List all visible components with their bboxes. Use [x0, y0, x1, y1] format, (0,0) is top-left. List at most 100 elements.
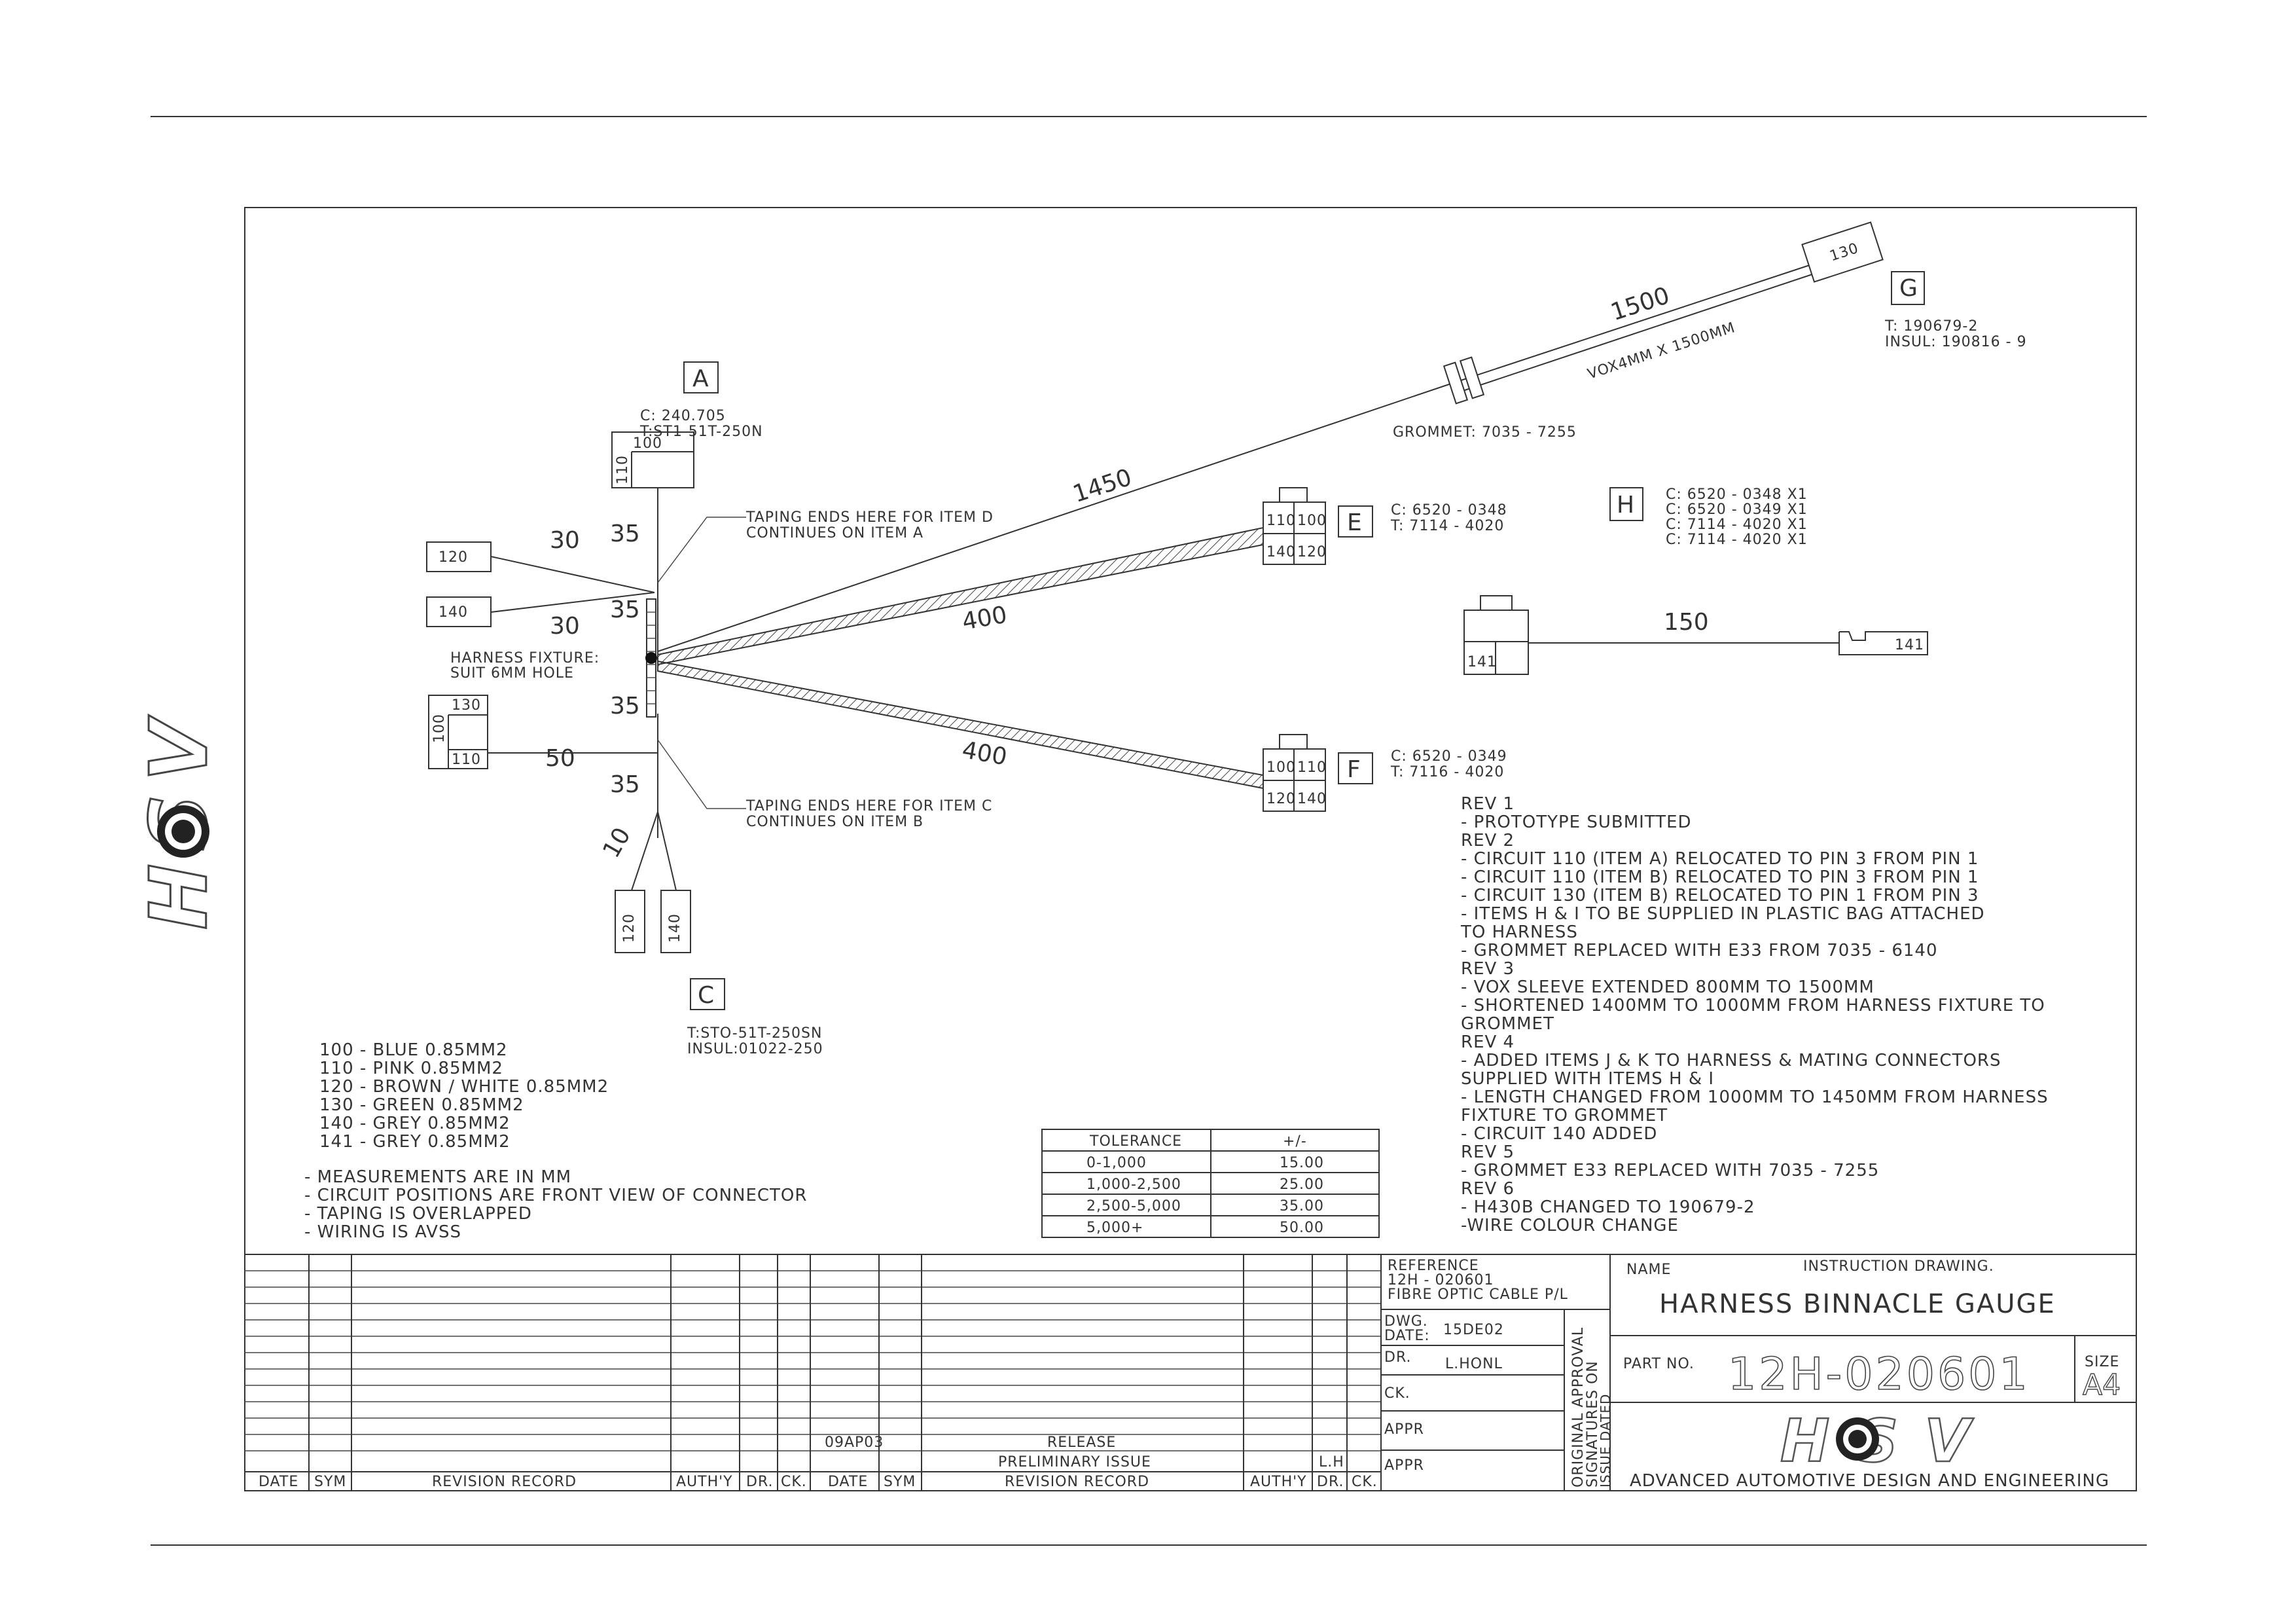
rr-dr: L.H [1319, 1454, 1344, 1470]
company-name: ADVANCED AUTOMOTIVE DESIGN AND ENGINEERI… [1630, 1471, 2109, 1491]
svg-text:12H - 020601: 12H - 020601 [1388, 1272, 1494, 1288]
svg-text:CONTINUES ON ITEM A: CONTINUES ON ITEM A [746, 525, 924, 541]
svg-text:130 - GREEN 0.85MM2: 130 - GREEN 0.85MM2 [319, 1095, 524, 1115]
svg-text:ORIGINAL APPROVAL: ORIGINAL APPROVAL [1570, 1327, 1587, 1487]
svg-text:50.00: 50.00 [1280, 1220, 1324, 1236]
svg-text:SUPPLIED WITH ITEMS H & I: SUPPLIED WITH ITEMS H & I [1461, 1069, 1714, 1089]
tolerance-table: TOLERANCE +/- 0-1,000 15.00 1,000-2,500 … [1041, 1129, 1380, 1238]
svg-text:- H430B CHANGED TO 190679-2: - H430B CHANGED TO 190679-2 [1461, 1197, 1755, 1217]
svg-text:CONTINUES ON ITEM B: CONTINUES ON ITEM B [746, 814, 924, 830]
svg-text:DATE: DATE [828, 1474, 868, 1490]
taping-d-leader [657, 517, 746, 583]
connector-e: 110 100 140 120 [1263, 487, 1326, 565]
svg-text:CK.: CK. [1352, 1474, 1378, 1490]
svg-text:110: 110 [1297, 759, 1327, 776]
svg-text:120 - BROWN / WHITE 0.85MM2: 120 - BROWN / WHITE 0.85MM2 [319, 1077, 609, 1097]
svg-text:35.00: 35.00 [1280, 1198, 1324, 1214]
connector-130-left [428, 695, 488, 769]
svg-text:120: 120 [621, 913, 637, 943]
svg-text:APPR: APPR [1384, 1421, 1424, 1438]
hsv-logo-titleblock: HSV [1780, 1406, 1971, 1477]
rr-prelim: PRELIMINARY ISSUE [998, 1454, 1151, 1470]
svg-text:110: 110 [452, 752, 481, 768]
svg-text:- MEASUREMENTS ARE IN MM: - MEASUREMENTS ARE IN MM [304, 1167, 571, 1187]
connector-g [1801, 221, 1884, 283]
svg-text:REV 4: REV 4 [1461, 1032, 1515, 1052]
vox-label: VOX4MM X 1500MM [1586, 319, 1738, 383]
svg-text:0-1,000: 0-1,000 [1086, 1155, 1147, 1171]
svg-text:REV 3: REV 3 [1461, 959, 1515, 979]
svg-text:ISSUE DATED: ISSUE DATED [1598, 1394, 1613, 1487]
svg-text:SIGNATURES ON: SIGNATURES ON [1585, 1360, 1601, 1487]
svg-text:140: 140 [439, 604, 468, 621]
svg-text:130: 130 [452, 697, 481, 714]
item-f-tag [1338, 752, 1373, 784]
svg-text:AUTH'Y: AUTH'Y [676, 1474, 733, 1490]
svg-text:140: 140 [1297, 791, 1327, 807]
item-c-letter: C [698, 982, 714, 1009]
item-e-letter: E [1347, 509, 1362, 536]
svg-text:5,000+: 5,000+ [1086, 1220, 1143, 1236]
hsv-logo-side: HSV [134, 706, 226, 931]
connector-141-a: 141 [1463, 595, 1529, 675]
wire-to-grommet [657, 382, 1454, 652]
dim-30-b: 30 [550, 613, 580, 640]
svg-text:+/-: +/- [1283, 1133, 1307, 1150]
svg-text:120: 120 [439, 549, 468, 566]
dim-400-e: 400 [960, 602, 1009, 636]
svg-text:L.HONL: L.HONL [1445, 1356, 1503, 1372]
item-e-tag [1338, 505, 1373, 538]
svg-text:141: 141 [1467, 654, 1497, 670]
item-e-c: C: 6520 - 0348 [1391, 502, 1507, 519]
dim-30-a: 30 [550, 527, 580, 554]
svg-text:PART NO.: PART NO. [1623, 1356, 1695, 1372]
taping-c-leader [657, 739, 746, 809]
connector-120-left [426, 541, 492, 572]
item-f-letter: F [1347, 756, 1361, 783]
svg-text:141: 141 [1895, 637, 1924, 653]
connector-140-left [426, 596, 492, 627]
fixture-hole [645, 652, 657, 664]
dim-50: 50 [545, 745, 575, 772]
svg-text:REVISION RECORD: REVISION RECORD [432, 1474, 577, 1490]
dim-35-b: 35 [610, 596, 640, 623]
connector-c-120 [615, 890, 645, 953]
svg-text:DR.: DR. [1384, 1349, 1411, 1366]
harness-diagram: 100 110 A C: 240.705 T:ST1-51T-250N 120 … [426, 221, 2026, 1057]
svg-text:DATE:: DATE: [1384, 1328, 1430, 1344]
item-e-t: T: 7114 - 4020 [1390, 518, 1504, 534]
svg-text:REV 5: REV 5 [1461, 1142, 1515, 1162]
dim-35-a: 35 [610, 520, 640, 547]
svg-text:2,500-5,000: 2,500-5,000 [1086, 1198, 1181, 1214]
svg-text:-WIRE COLOUR CHANGE: -WIRE COLOUR CHANGE [1461, 1216, 1679, 1235]
svg-text:- ADDED ITEMS J & K TO HARNESS: - ADDED ITEMS J & K TO HARNESS & MATING … [1461, 1051, 2001, 1070]
svg-text:- GROMMET E33 REPLACED WITH 70: - GROMMET E33 REPLACED WITH 7035 - 7255 [1461, 1161, 1879, 1180]
instruction-label: INSTRUCTION DRAWING. [1803, 1258, 1994, 1275]
item-a-t: T:ST1-51T-250N [639, 424, 763, 440]
svg-text:DATE: DATE [259, 1474, 298, 1490]
svg-text:FIBRE OPTIC CABLE P/L: FIBRE OPTIC CABLE P/L [1388, 1286, 1568, 1303]
branch-120 [490, 556, 655, 593]
svg-text:SYM: SYM [314, 1474, 346, 1490]
rr-date: 09AP03 [825, 1434, 884, 1451]
dim-1500: 1500 [1607, 282, 1673, 326]
svg-text:141 - GREY 0.85MM2: 141 - GREY 0.85MM2 [319, 1132, 511, 1152]
svg-text:- ITEMS H & I TO BE SUPPLIED I: - ITEMS H & I TO BE SUPPLIED IN PLASTIC … [1461, 904, 1985, 924]
svg-text:REVISION RECORD: REVISION RECORD [1005, 1474, 1149, 1490]
item-g-tag [1891, 271, 1925, 305]
dim-35-d: 35 [610, 771, 640, 798]
svg-text:TO HARNESS: TO HARNESS [1460, 922, 1578, 942]
item-c-insul: INSUL:01022-250 [687, 1041, 823, 1057]
item-g-t: T: 190679-2 [1884, 318, 1978, 335]
svg-text:TAPING ENDS HERE FOR ITEM D: TAPING ENDS HERE FOR ITEM D [745, 509, 994, 526]
taped-bundle-f [657, 660, 1267, 790]
svg-text:C: 7114 - 4020 X1: C: 7114 - 4020 X1 [1666, 532, 1808, 548]
svg-text:CK.: CK. [1384, 1385, 1410, 1402]
svg-text:- PROTOTYPE SUBMITTED: - PROTOTYPE SUBMITTED [1461, 812, 1692, 832]
svg-text:- CIRCUIT 110 (ITEM A) RELOCAT: - CIRCUIT 110 (ITEM A) RELOCATED TO PIN … [1461, 849, 1979, 869]
svg-text:DR.: DR. [746, 1474, 773, 1490]
svg-text:- TAPING IS OVERLAPPED: - TAPING IS OVERLAPPED [304, 1204, 532, 1224]
dim-10: 10 [598, 823, 636, 862]
part-number: 12H-020601 [1728, 1349, 2030, 1400]
